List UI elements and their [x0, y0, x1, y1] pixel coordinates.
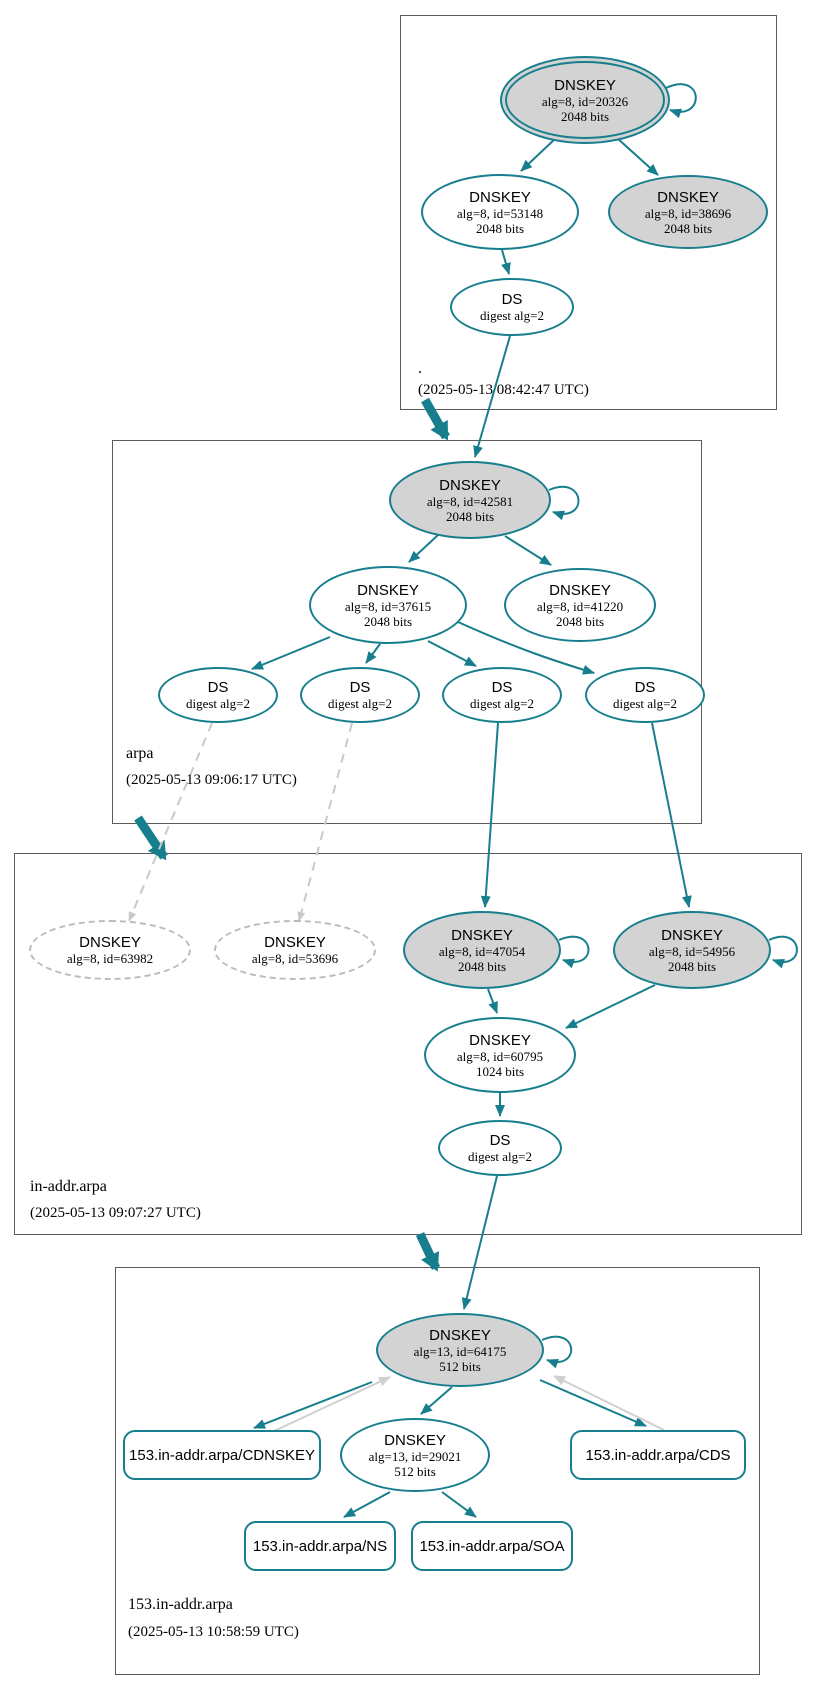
zone-label-153-in-addr-arpa: 153.in-addr.arpa [128, 1596, 233, 1613]
ds-node-in-addr: DS digest alg=2 [438, 1120, 562, 1176]
node-title: DNSKEY [264, 934, 326, 951]
node-bits: 2048 bits [667, 958, 717, 974]
zone-timestamp-in-addr-arpa: (2025-05-13 09:07:27 UTC) [30, 1205, 201, 1221]
node-title: DS [501, 291, 523, 308]
dnskey-node-64175: DNSKEY alg=13, id=64175 512 bits [376, 1313, 544, 1387]
node-title: DNSKEY [554, 76, 616, 94]
ds-node-root: DS digest alg=2 [450, 278, 574, 336]
dnskey-node-53696-missing: DNSKEY alg=8, id=53696 [214, 920, 376, 980]
node-digest: digest alg=2 [467, 1149, 533, 1164]
zone-box-in-addr-arpa [14, 853, 802, 1235]
rrset-cdnskey: 153.in-addr.arpa/CDNSKEY [123, 1430, 321, 1480]
dnskey-node-29021: DNSKEY alg=13, id=29021 512 bits [340, 1418, 490, 1492]
node-title: DS [491, 679, 513, 696]
node-title: DNSKEY [661, 926, 723, 944]
ds-node-arpa-3: DS digest alg=2 [442, 667, 562, 723]
dnskey-node-63982-missing: DNSKEY alg=8, id=63982 [29, 920, 191, 980]
rrset-cds: 153.in-addr.arpa/CDS [570, 1430, 746, 1480]
rrset-label: 153.in-addr.arpa/CDNSKEY [129, 1446, 315, 1464]
dnskey-node-20326: DNSKEY alg=8, id=20326 2048 bits [500, 56, 670, 144]
node-title: DNSKEY [429, 1326, 491, 1344]
node-bits: 2048 bits [560, 108, 610, 124]
dnskey-node-60795: DNSKEY alg=8, id=60795 1024 bits [424, 1017, 576, 1093]
node-digest: digest alg=2 [469, 696, 535, 711]
node-bits: 2048 bits [663, 220, 713, 236]
dnskey-node-47054: DNSKEY alg=8, id=47054 2048 bits [403, 911, 561, 989]
rrset-label: 153.in-addr.arpa/CDS [585, 1446, 731, 1464]
node-digest: digest alg=2 [185, 696, 251, 711]
node-alg-id: alg=8, id=53148 [456, 205, 544, 221]
node-alg-id: alg=8, id=37615 [344, 598, 432, 614]
node-alg-id: alg=8, id=20326 [541, 93, 629, 109]
node-alg-id: alg=8, id=60795 [456, 1048, 544, 1064]
node-bits: 2048 bits [363, 613, 413, 629]
node-title: DNSKEY [79, 934, 141, 951]
zone-timestamp-root: (2025-05-13 08:42:47 UTC) [418, 382, 589, 398]
node-title: DNSKEY [439, 476, 501, 494]
zone-label-root: . [418, 360, 422, 377]
zone-timestamp-arpa: (2025-05-13 09:06:17 UTC) [126, 772, 297, 788]
node-alg-id: alg=8, id=47054 [438, 943, 526, 959]
dnskey-node-54956: DNSKEY alg=8, id=54956 2048 bits [613, 911, 771, 989]
zone-box-arpa [112, 440, 702, 824]
rrset-label: 153.in-addr.arpa/SOA [419, 1537, 565, 1555]
dnskey-node-42581: DNSKEY alg=8, id=42581 2048 bits [389, 461, 551, 539]
node-digest: digest alg=2 [479, 308, 545, 323]
rrset-soa: 153.in-addr.arpa/SOA [411, 1521, 573, 1571]
dnskey-node-37615: DNSKEY alg=8, id=37615 2048 bits [309, 566, 467, 644]
node-title: DNSKEY [549, 581, 611, 599]
node-title: DNSKEY [469, 1031, 531, 1049]
ds-node-arpa-2: DS digest alg=2 [300, 667, 420, 723]
rrset-ns: 153.in-addr.arpa/NS [244, 1521, 396, 1571]
zone-label-in-addr-arpa: in-addr.arpa [30, 1178, 107, 1195]
node-bits: 2048 bits [555, 613, 605, 629]
ds-node-arpa-4: DS digest alg=2 [585, 667, 705, 723]
node-title: DNSKEY [357, 581, 419, 599]
node-alg-id: alg=13, id=29021 [368, 1448, 462, 1464]
node-title: DNSKEY [384, 1431, 446, 1449]
node-title: DS [489, 1132, 511, 1149]
zone-box-root [400, 15, 777, 410]
node-bits: 1024 bits [475, 1063, 525, 1079]
node-alg-id: alg=8, id=38696 [644, 205, 732, 221]
node-title: DNSKEY [469, 188, 531, 206]
node-alg-id: alg=8, id=54956 [648, 943, 736, 959]
node-digest: digest alg=2 [327, 696, 393, 711]
node-bits: 512 bits [439, 1358, 481, 1374]
node-bits: 2048 bits [457, 958, 507, 974]
node-digest: digest alg=2 [612, 696, 678, 711]
node-title: DS [207, 679, 229, 696]
node-title: DNSKEY [657, 188, 719, 206]
node-bits: 512 bits [394, 1463, 436, 1479]
node-title: DS [634, 679, 656, 696]
rrset-label: 153.in-addr.arpa/NS [252, 1537, 388, 1555]
zone-timestamp-153-in-addr-arpa: (2025-05-13 10:58:59 UTC) [128, 1624, 299, 1640]
edge-zone-in-addr-to-153 [415, 1232, 441, 1272]
node-alg-id: alg=8, id=53696 [251, 951, 339, 966]
node-bits: 2048 bits [475, 220, 525, 236]
dnskey-node-53148: DNSKEY alg=8, id=53148 2048 bits [421, 174, 579, 250]
node-alg-id: alg=8, id=42581 [426, 493, 514, 509]
dnskey-node-38696: DNSKEY alg=8, id=38696 2048 bits [608, 175, 768, 249]
dnskey-node-41220: DNSKEY alg=8, id=41220 2048 bits [504, 568, 656, 642]
node-bits: 2048 bits [445, 508, 495, 524]
node-alg-id: alg=8, id=41220 [536, 598, 624, 614]
zone-label-arpa: arpa [126, 745, 154, 762]
node-title: DS [349, 679, 371, 696]
node-alg-id: alg=8, id=63982 [66, 951, 154, 966]
node-title: DNSKEY [451, 926, 513, 944]
node-alg-id: alg=13, id=64175 [413, 1343, 507, 1359]
ds-node-arpa-1: DS digest alg=2 [158, 667, 278, 723]
